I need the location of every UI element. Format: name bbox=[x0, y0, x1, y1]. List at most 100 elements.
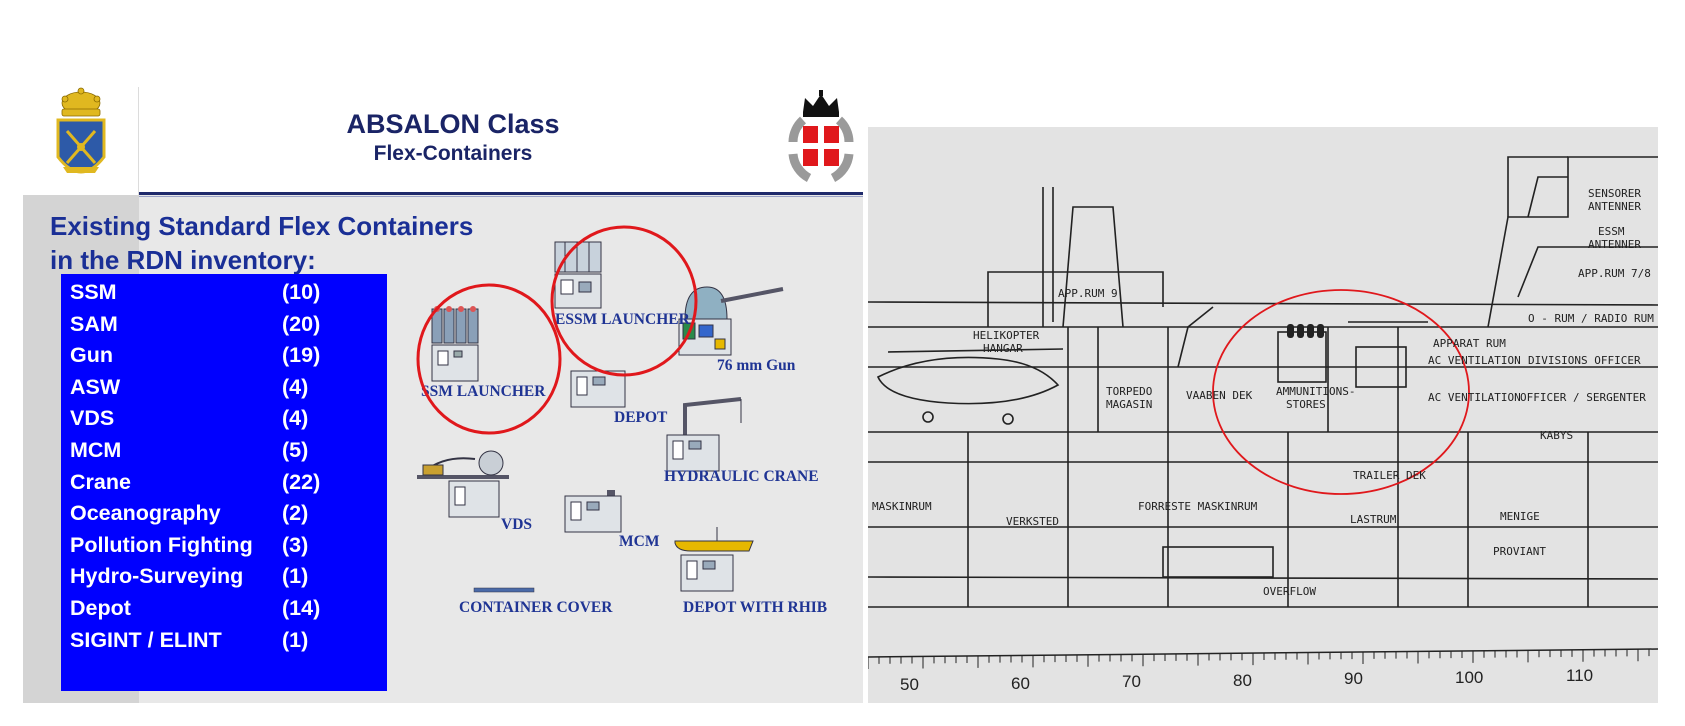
header-rule bbox=[139, 192, 863, 195]
inventory-item: Crane (22) bbox=[70, 465, 380, 499]
inventory-item-name: SIGINT / ELINT bbox=[70, 627, 222, 652]
drawing-label-overflow: OVERFLOW bbox=[1263, 585, 1316, 598]
drawing-label-ac-ventilation-1: AC VENTILATION bbox=[1428, 354, 1521, 367]
drawing-label-kabys: KABYS bbox=[1540, 429, 1574, 442]
depot-label: DEPOT bbox=[614, 409, 668, 426]
inventory-item-name: Oceanography bbox=[70, 501, 221, 526]
inventory-item-count: (10) bbox=[282, 280, 321, 304]
drawing-label-app-rum-78: APP.RUM 7/8 bbox=[1578, 267, 1651, 280]
inventory-item-count: (2) bbox=[282, 501, 309, 526]
drawing-label-lastrum: LASTRUM bbox=[1350, 513, 1397, 526]
mcm-label: MCM bbox=[619, 533, 660, 550]
hydraulic-crane-label: HYDRAULIC CRANE bbox=[664, 468, 819, 485]
inventory-item-count: (19) bbox=[282, 343, 321, 368]
depot-with-rhib-icon bbox=[674, 527, 754, 592]
drawing-label-proviant: PROVIANT bbox=[1493, 545, 1546, 558]
drawing-label-antenner: ANTENNER bbox=[1588, 200, 1641, 213]
inventory-item-name: ASW bbox=[70, 374, 121, 399]
inventory-item-count: (1) bbox=[282, 564, 309, 589]
drawing-label-ac-ventilation-2: AC VENTILATION bbox=[1428, 391, 1521, 404]
navy-crest-logo bbox=[56, 87, 106, 174]
inventory-item-name: Depot bbox=[70, 596, 131, 620]
drawing-label-torpedo: TORPEDO bbox=[1106, 385, 1153, 398]
slide-title: ABSALON Class bbox=[346, 109, 560, 139]
depot-with-rhib-label: DEPOT WITH RHIB bbox=[683, 599, 828, 616]
drawing-label-essm: ESSM bbox=[1598, 225, 1625, 238]
inventory-item-name: VDS bbox=[70, 406, 115, 431]
frame-scale-number: 100 bbox=[1455, 667, 1484, 687]
defence-cross-logo bbox=[788, 90, 854, 182]
inventory-item-name: Crane bbox=[70, 469, 131, 494]
inventory-item-name: Pollution Fighting bbox=[70, 532, 253, 557]
inventory-item: Gun (19) bbox=[70, 338, 380, 372]
ssm-launcher-icon bbox=[431, 306, 479, 382]
inventory-item: SIGINT / ELINT (1) bbox=[70, 623, 380, 657]
drawing-label-stores: STORES bbox=[1286, 398, 1326, 411]
drawing-label-app-rum-9: APP.RUM 9 bbox=[1058, 287, 1118, 300]
highlight-circle-ssm bbox=[416, 283, 562, 435]
slide-subtitle: Flex-Containers bbox=[373, 142, 533, 165]
ship-profile-drawing: SENSORER ANTENNER ESSM ANTENNER APP.RUM … bbox=[868, 127, 1658, 703]
depot-container-icon bbox=[570, 370, 626, 408]
inventory-heading: Existing Standard Flex Containers in the… bbox=[50, 209, 473, 277]
drawing-label-verksted: VERKSTED bbox=[1006, 515, 1059, 528]
frame-scale-number: 60 bbox=[1011, 673, 1030, 693]
inventory-item-count: (20) bbox=[282, 311, 321, 336]
inventory-list: SSM (10) SAM (20) Gun (19) ASW (4) VDS (4) MCM (5) C… bbox=[61, 274, 387, 691]
inventory-item-name: MCM bbox=[70, 438, 122, 462]
inventory-item: Hydro-Surveying (1) bbox=[70, 559, 380, 593]
inventory-item-name: Gun bbox=[70, 343, 113, 368]
drawing-label-helikopter: HELIKOPTER bbox=[973, 329, 1040, 342]
frame-scale-number: 80 bbox=[1233, 670, 1252, 690]
frame-scale-number: 50 bbox=[900, 675, 919, 694]
drawing-label-o-rum: O - RUM / RADIO RUM bbox=[1528, 312, 1654, 325]
inventory-item-name: Hydro-Surveying bbox=[70, 564, 244, 589]
inventory-item-name: SSM bbox=[70, 280, 117, 304]
drawing-label-officer-sergenter: OFFICER / SERGENTER bbox=[1520, 391, 1646, 404]
ssm-launcher-label: SSM LAUNCHER bbox=[421, 383, 546, 400]
hydraulic-crane-icon bbox=[666, 397, 742, 472]
frame-scale-number: 70 bbox=[1122, 672, 1141, 691]
inventory-item: Pollution Fighting (3) bbox=[70, 528, 380, 562]
inventory-item: Oceanography (2) bbox=[70, 496, 380, 530]
inventory-item: SAM (20) bbox=[70, 307, 380, 341]
inventory-item: VDS (4) bbox=[70, 401, 380, 435]
flex-containers-slide: ABSALON Class Flex-Containers Existing S… bbox=[23, 87, 863, 703]
drawing-label-sensorer: SENSORER bbox=[1588, 187, 1641, 200]
drawing-label-hangar: HANGAR bbox=[983, 342, 1023, 355]
inventory-item-count: (5) bbox=[282, 438, 309, 462]
container-cover-icon bbox=[473, 587, 535, 593]
inventory-item: MCM (5) bbox=[70, 433, 380, 467]
drawing-label-maskinrum: MASKINRUM bbox=[872, 500, 932, 513]
inventory-item-count: (3) bbox=[282, 532, 309, 557]
header-rule-thin bbox=[139, 196, 863, 197]
vds-winch-icon bbox=[417, 450, 509, 518]
essm-launcher-label: ESSM LAUNCHER bbox=[555, 311, 690, 328]
mcm-container-icon bbox=[564, 490, 622, 533]
76mm-gun-label: 76 mm Gun bbox=[717, 357, 796, 374]
drawing-label-forreste-maskinrum: FORRESTE MASKINRUM bbox=[1138, 500, 1258, 513]
drawing-label-ammunitions: AMMUNITIONS- bbox=[1276, 385, 1356, 398]
inventory-item: SSM (10) bbox=[70, 275, 380, 309]
inventory-item-count: (4) bbox=[282, 406, 309, 431]
drawing-label-magasin: MAGASIN bbox=[1106, 398, 1153, 411]
highlight-circle-essm bbox=[550, 225, 698, 377]
essm-launcher-icon bbox=[554, 241, 602, 309]
drawing-label-essm-antenner: ANTENNER bbox=[1588, 238, 1641, 251]
frame-scale-number: 90 bbox=[1344, 669, 1363, 688]
inventory-item-count: (14) bbox=[282, 596, 321, 620]
header-divider bbox=[138, 87, 139, 195]
inventory-item-count: (4) bbox=[282, 374, 309, 399]
vds-label: VDS bbox=[501, 516, 533, 533]
inventory-heading-line2: in the RDN inventory: bbox=[50, 245, 316, 275]
inventory-item: ASW (4) bbox=[70, 370, 380, 404]
inventory-item-count: (1) bbox=[282, 627, 309, 652]
frame-scale-number: 110 bbox=[1566, 666, 1594, 685]
inventory-item-count: (22) bbox=[282, 469, 321, 494]
ship-profile-lines bbox=[868, 156, 1658, 669]
drawing-label-vaaben-dek: VAABEN DEK bbox=[1186, 389, 1253, 402]
drawing-label-apparat-rum: APPARAT RUM bbox=[1433, 337, 1506, 350]
highlight-circle-containers bbox=[1212, 289, 1470, 495]
inventory-item-name: SAM bbox=[70, 311, 118, 336]
inventory-heading-line1: Existing Standard Flex Containers bbox=[50, 211, 474, 241]
